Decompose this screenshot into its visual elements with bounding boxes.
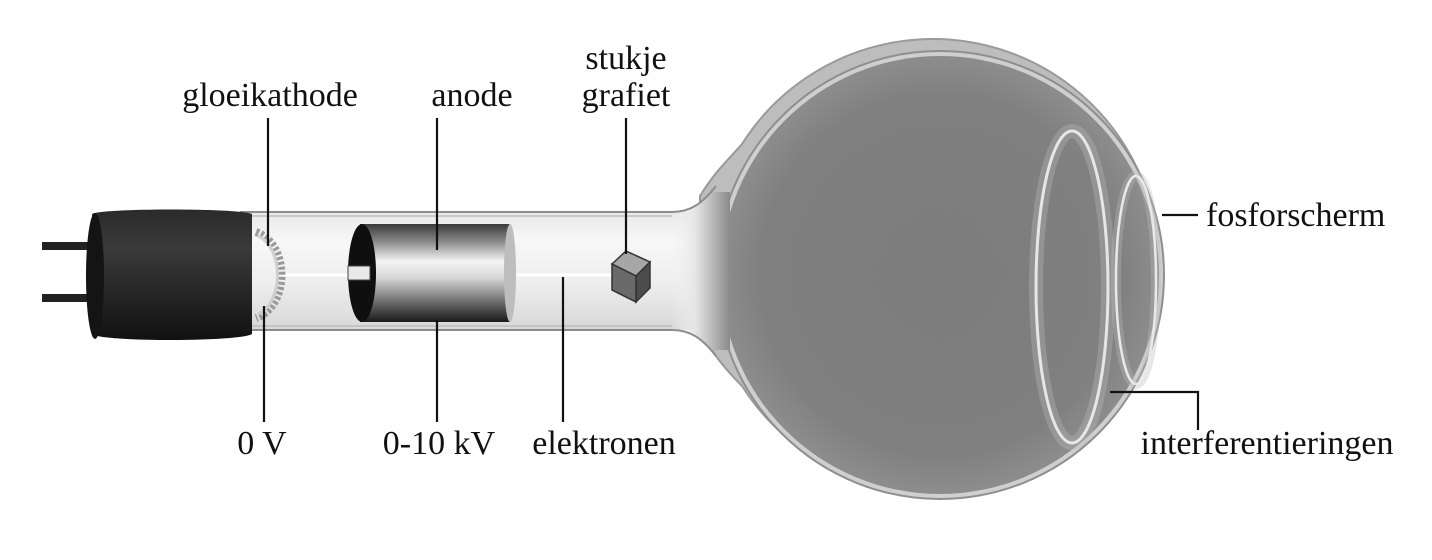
tube-socket	[42, 209, 252, 340]
interference-rings	[1029, 124, 1161, 450]
label-stukje: stukje	[585, 40, 666, 77]
label-0v: 0 V	[237, 425, 287, 462]
anode-cylinder	[347, 224, 516, 322]
glow-cathode	[254, 228, 286, 322]
label-elektronen: elektronen	[532, 425, 676, 462]
graphite-piece	[610, 250, 652, 304]
label-grafiet: grafiet	[582, 77, 671, 114]
leader-rings	[1110, 390, 1200, 430]
label-gloeikathode: gloeikathode	[182, 77, 358, 114]
leader-lines	[262, 118, 1200, 430]
label-anode: anode	[431, 77, 512, 114]
label-fosforscherm: fosforscherm	[1206, 197, 1385, 234]
glass-bulb	[699, 38, 1165, 500]
labels: gloeikathode anode stukje grafiet fosfor…	[182, 40, 1393, 462]
label-0-10kv: 0-10 kV	[383, 425, 496, 462]
label-interferentieringen: interferentieringen	[1141, 425, 1394, 462]
